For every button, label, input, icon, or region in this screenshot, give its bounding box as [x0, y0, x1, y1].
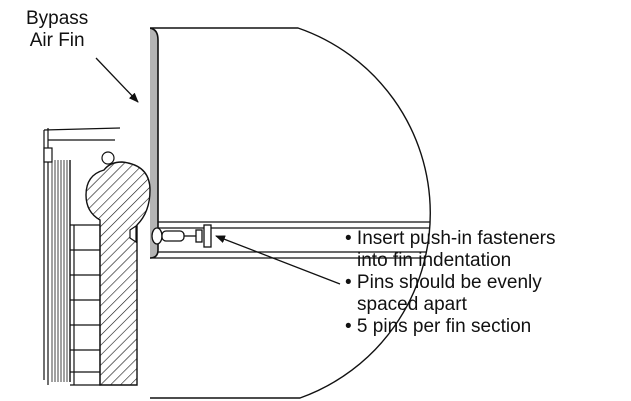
fin-label-line-2: Air Fin [29, 30, 85, 51]
tube-clip [129, 224, 137, 244]
fin-rails [150, 221, 431, 259]
detail-circle-outline [150, 27, 431, 399]
bypass-air-fin-label: Bypass Air Fin [26, 8, 88, 52]
push-in-fastener [151, 224, 212, 248]
fastener-leader-line [215, 235, 341, 285]
fin-label-line-1: Bypass [26, 8, 89, 29]
note-2-continuation: spaced apart [357, 294, 467, 315]
note-2-bullet: • Pins should be evenly [345, 272, 542, 293]
fin-leader-line [95, 57, 139, 103]
detail-view [150, 28, 431, 259]
hatched-tube-section [85, 151, 151, 386]
note-1-continuation: into fin indentation [357, 250, 512, 271]
note-1-bullet: • Insert push-in fasteners [345, 228, 556, 249]
coil-housing-left [43, 127, 121, 386]
note-3-bullet: • 5 pins per fin section [345, 316, 532, 337]
install-notes: • Insert push-in fasteners into fin inde… [345, 228, 555, 338]
